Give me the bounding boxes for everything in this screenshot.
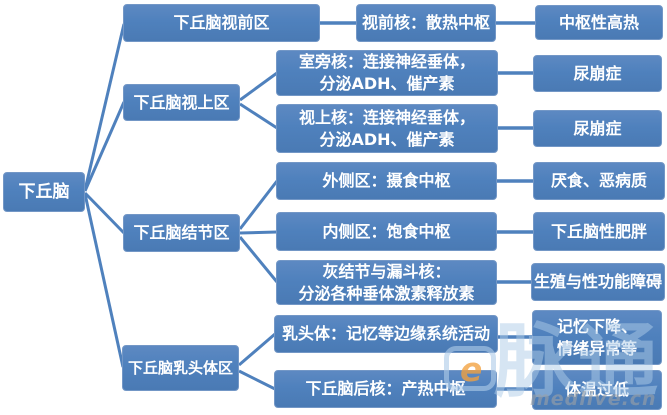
node-text-line: 灰结节与漏斗核： [322, 261, 451, 281]
node-text-line: 记忆下降、 [556, 316, 637, 336]
connector-line [239, 102, 278, 130]
outcome-central-hyperthermia: 中枢性高热 [535, 5, 663, 40]
node-mammillary-body: 乳头体：记忆等边缘系统活动 [274, 315, 498, 353]
outcome-diabetes-insipidus-1: 尿崩症 [533, 55, 662, 92]
node-tuber-infundibular-nucleus: 灰结节与漏斗核： 分泌各种垂体激素释放素 [276, 260, 497, 305]
node-lateral-area: 外侧区：摄食中枢 [276, 162, 497, 200]
connector-line [83, 101, 126, 192]
connector-line [239, 71, 278, 102]
node-posterior-nucleus: 下丘脑后核：产热中枢 [274, 370, 497, 408]
outcome-reproductive-dysfunction: 生殖与性功能障碍 [531, 263, 665, 301]
node-text-line: 室旁核：连接神经垂体， [298, 52, 475, 71]
node-text-line: 情绪异常等 [556, 338, 637, 358]
outcome-diabetes-insipidus-2: 尿崩症 [533, 110, 662, 147]
connector-line [238, 332, 276, 367]
connector-line [83, 23, 126, 191]
node-text-line: 分泌ADH、催产素 [319, 74, 455, 93]
connector-line [238, 180, 279, 230]
node-supraoptic-area: 下丘脑视上区 [123, 84, 240, 121]
node-mammillary-area: 下丘脑乳头体区 [122, 345, 239, 391]
connector-line [238, 369, 276, 391]
node-preoptic-area: 下丘脑视前区 [123, 4, 320, 42]
node-medial-area: 内侧区：饱食中枢 [276, 212, 497, 251]
outcome-hypothermia: 体温过低 [532, 370, 662, 410]
connector-line [239, 230, 278, 235]
node-preoptic-nucleus: 视前核：散热中枢 [356, 4, 496, 42]
node-text-line: 分泌ADH、催产素 [319, 129, 455, 149]
connector-line [83, 191, 126, 235]
node-hypothalamus: 下丘脑 [3, 172, 85, 212]
outcome-hypothalamic-obesity: 下丘脑性肥胖 [533, 212, 665, 251]
connector-line [83, 193, 125, 368]
outcome-anorexia-cachexia: 厌食、恶病质 [533, 162, 665, 200]
node-text-line: 视上核：连接神经垂体， [298, 107, 475, 127]
node-tuberal-area: 下丘脑结节区 [123, 214, 240, 252]
node-text-line: 分泌各种垂体激素释放素 [298, 283, 475, 303]
node-paraventricular-nucleus: 室旁核：连接神经垂体， 分泌ADH、催产素 [276, 50, 498, 96]
node-supraoptic-nucleus: 视上核：连接神经垂体， 分泌ADH、催产素 [276, 104, 498, 153]
outcome-memory-decline: 记忆下降、 情绪异常等 [532, 310, 662, 365]
connector-line [238, 236, 279, 283]
